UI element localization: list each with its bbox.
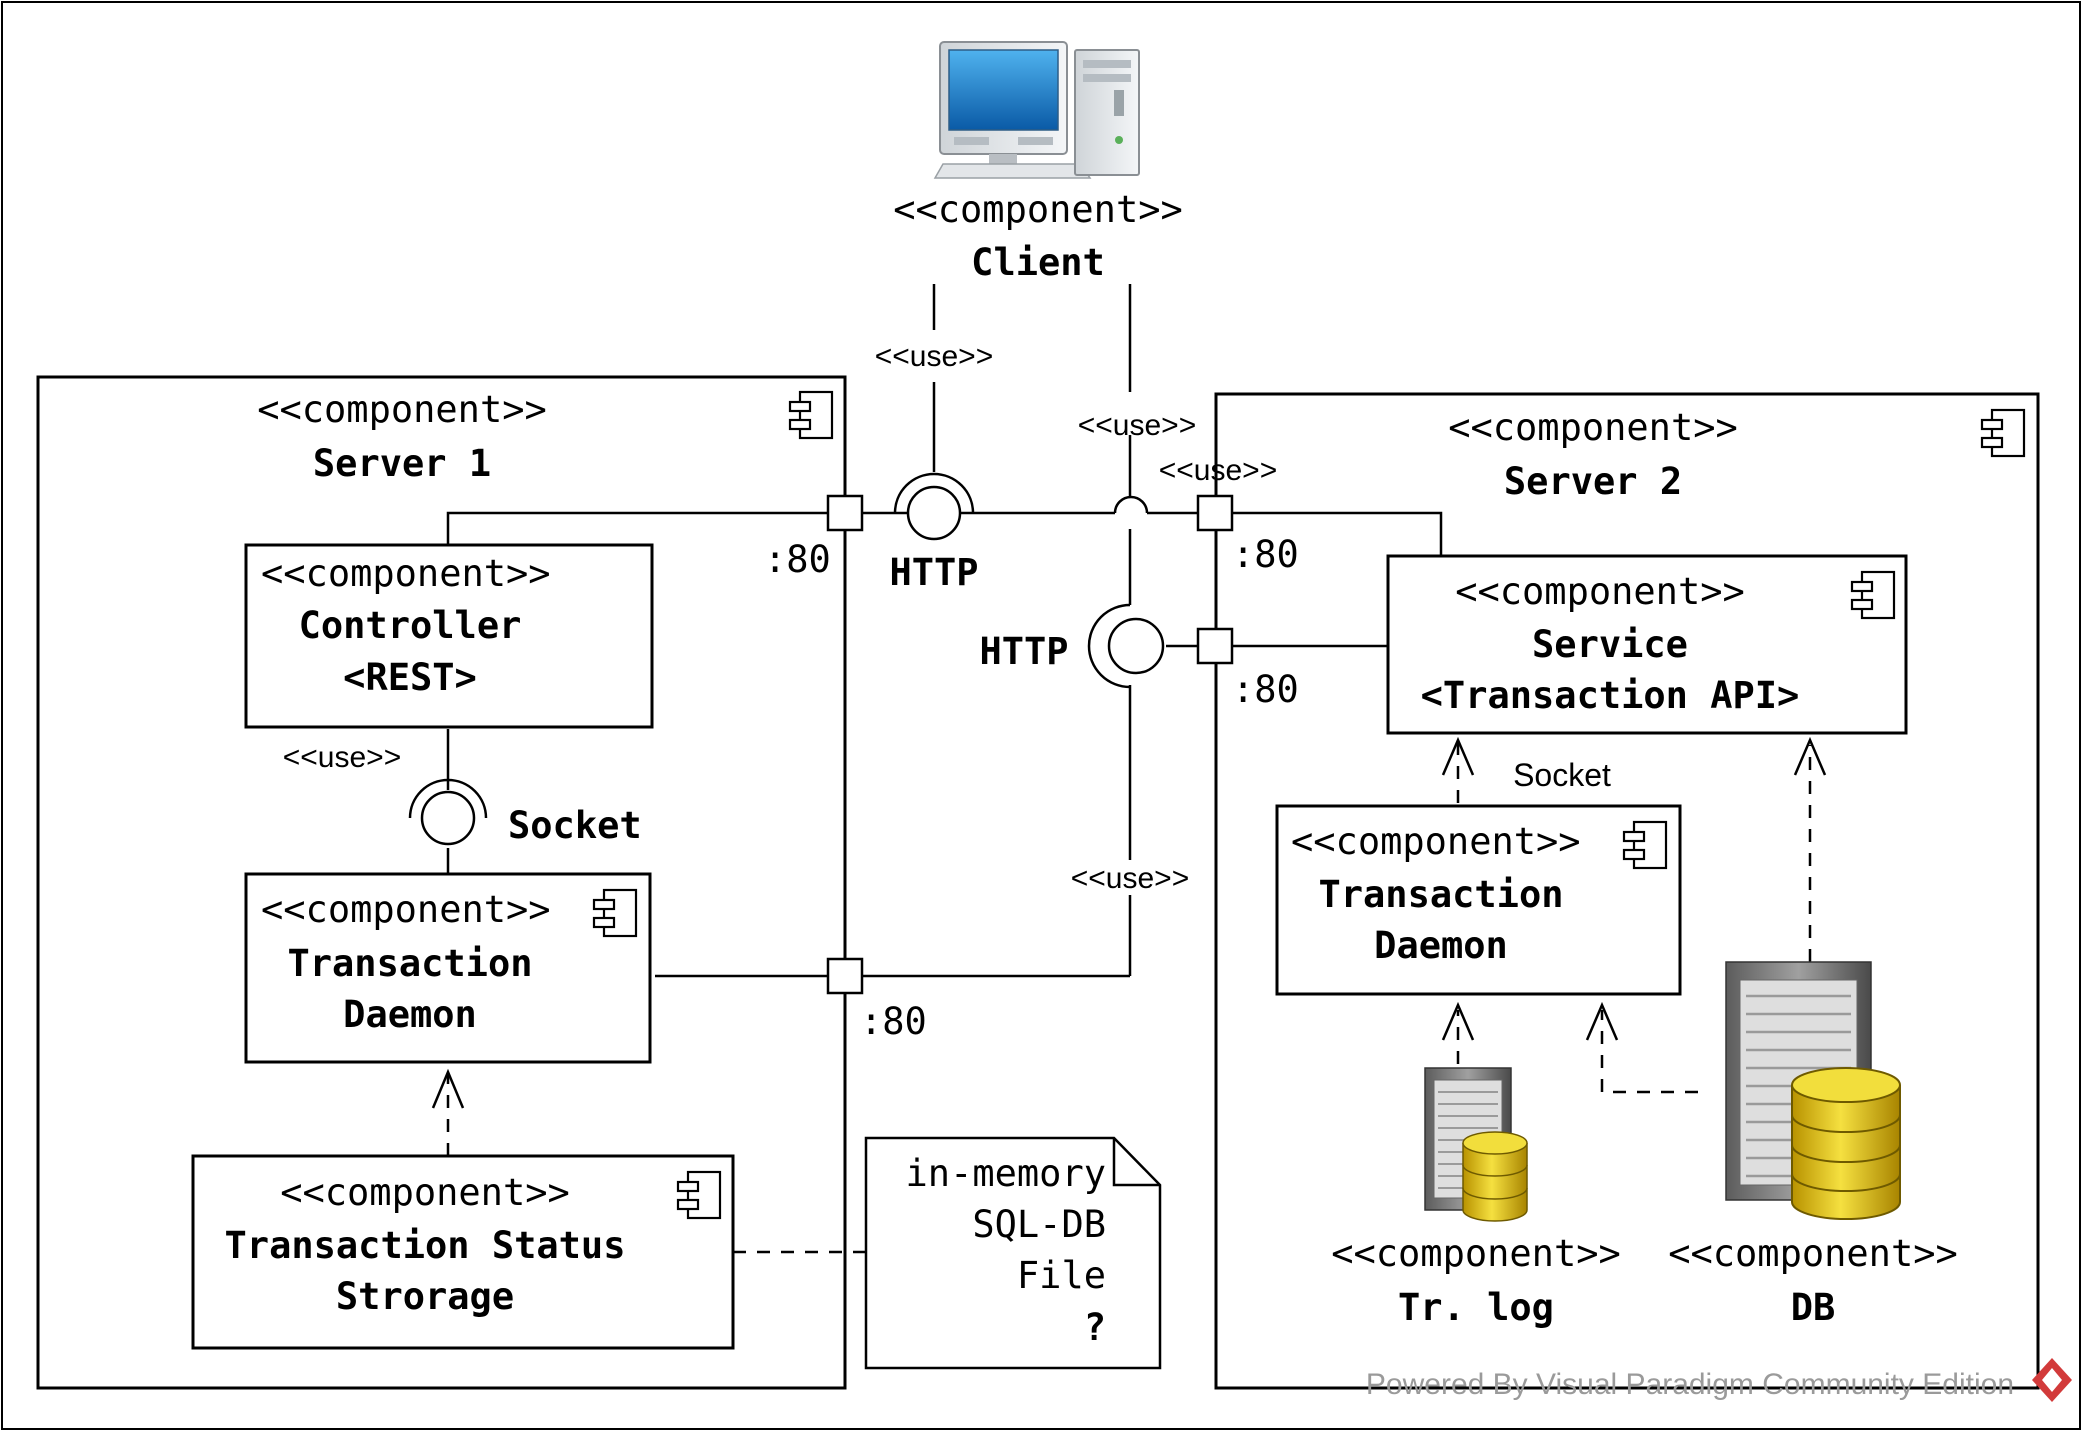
controller-name-line2: <REST>	[343, 656, 477, 699]
server1-stereotype: <<component>>	[257, 388, 547, 431]
server2-stereotype: <<component>>	[1448, 406, 1738, 449]
controller-name-line1: Controller	[299, 604, 522, 647]
socket-label-server1: Socket	[508, 804, 642, 847]
port-label-server2-service: :80	[1232, 668, 1299, 711]
note-line1: in-memory	[906, 1152, 1106, 1195]
service-component[interactable]: <<component>> Service <Transaction API>	[1386, 554, 1908, 735]
daemon2-stereotype: <<component>>	[1291, 820, 1581, 863]
port-server1-daemon	[826, 957, 864, 995]
service-name-line2: <Transaction API>	[1421, 674, 1800, 717]
http-label-right: HTTP	[979, 630, 1068, 673]
daemon2-name-line1: Transaction	[1318, 873, 1563, 916]
port-label-server1-top: :80	[764, 538, 831, 581]
daemon1-name-line2: Daemon	[343, 993, 477, 1036]
port-server1-top	[826, 494, 864, 532]
db-component[interactable]: <<component>> DB	[1668, 961, 1958, 1329]
desktop-computer-icon	[933, 41, 1140, 179]
port-server2-top	[1196, 494, 1234, 532]
server2-name: Server 2	[1504, 460, 1682, 503]
daemon-component-server2[interactable]: <<component>> Transaction Daemon	[1275, 804, 1682, 996]
socket-interface-server1: <<use>> Socket	[283, 741, 642, 847]
storage-stereotype: <<component>>	[280, 1171, 570, 1214]
controller-stereotype: <<component>>	[261, 552, 551, 595]
server-db-icon	[1424, 1067, 1528, 1222]
use-label-daemon: <<use>>	[1071, 862, 1189, 895]
daemon1-name-line1: Transaction	[287, 942, 532, 985]
http-interface-right: HTTP	[979, 603, 1165, 689]
storage-name-line1: Transaction Status	[225, 1224, 626, 1267]
use-label-client-left: <<use>>	[875, 340, 993, 373]
controller-component[interactable]: <<component>> Controller <REST>	[244, 543, 654, 729]
service-stereotype: <<component>>	[1455, 570, 1745, 613]
use-label-client-right: <<use>>	[1078, 409, 1196, 442]
note-line4: ?	[1084, 1306, 1106, 1349]
storage-component[interactable]: <<component>> Transaction Status Strorag…	[191, 1154, 735, 1350]
server1-name: Server 1	[313, 442, 491, 485]
diamond-logo-icon	[2032, 1358, 2072, 1402]
use-label-socket1: <<use>>	[283, 741, 401, 774]
client-name: Client	[971, 241, 1105, 284]
server2-ports: :80 :80	[1196, 494, 1299, 711]
note-line3: File	[1017, 1254, 1106, 1297]
port-label-server1-daemon: :80	[860, 1000, 927, 1043]
daemon-component-server1[interactable]: <<component>> Transaction Daemon	[244, 872, 652, 1064]
db-name: DB	[1791, 1286, 1836, 1329]
note[interactable]: in-memory SQL-DB File ?	[864, 1136, 1162, 1370]
daemon1-stereotype: <<component>>	[261, 888, 551, 931]
server1-ports: :80 :80	[764, 494, 927, 1043]
trlog-name: Tr. log	[1398, 1286, 1554, 1329]
trlog-component[interactable]: <<component>> Tr. log	[1331, 1067, 1621, 1329]
port-server2-service	[1196, 627, 1234, 665]
use-label-server2: <<use>>	[1159, 454, 1277, 487]
service-name-line1: Service	[1532, 623, 1688, 666]
note-line2: SQL-DB	[972, 1203, 1106, 1246]
server-db-icon	[1725, 961, 1901, 1220]
watermark-text: Powered By Visual Paradigm Community Edi…	[1366, 1368, 2014, 1401]
port-label-server2-top: :80	[1232, 533, 1299, 576]
daemon2-name-line2: Daemon	[1374, 924, 1508, 967]
trlog-stereotype: <<component>>	[1331, 1232, 1621, 1275]
db-stereotype: <<component>>	[1668, 1232, 1958, 1275]
http-label-top: HTTP	[889, 551, 978, 594]
client-component[interactable]: <<component>> Client	[893, 41, 1183, 284]
socket-label-server2: Socket	[1513, 757, 1611, 793]
watermark: Powered By Visual Paradigm Community Edi…	[1366, 1358, 2072, 1402]
storage-name-line2: Strorage	[336, 1275, 514, 1318]
http-interface-top: HTTP	[889, 472, 979, 594]
client-stereotype: <<component>>	[893, 188, 1183, 231]
